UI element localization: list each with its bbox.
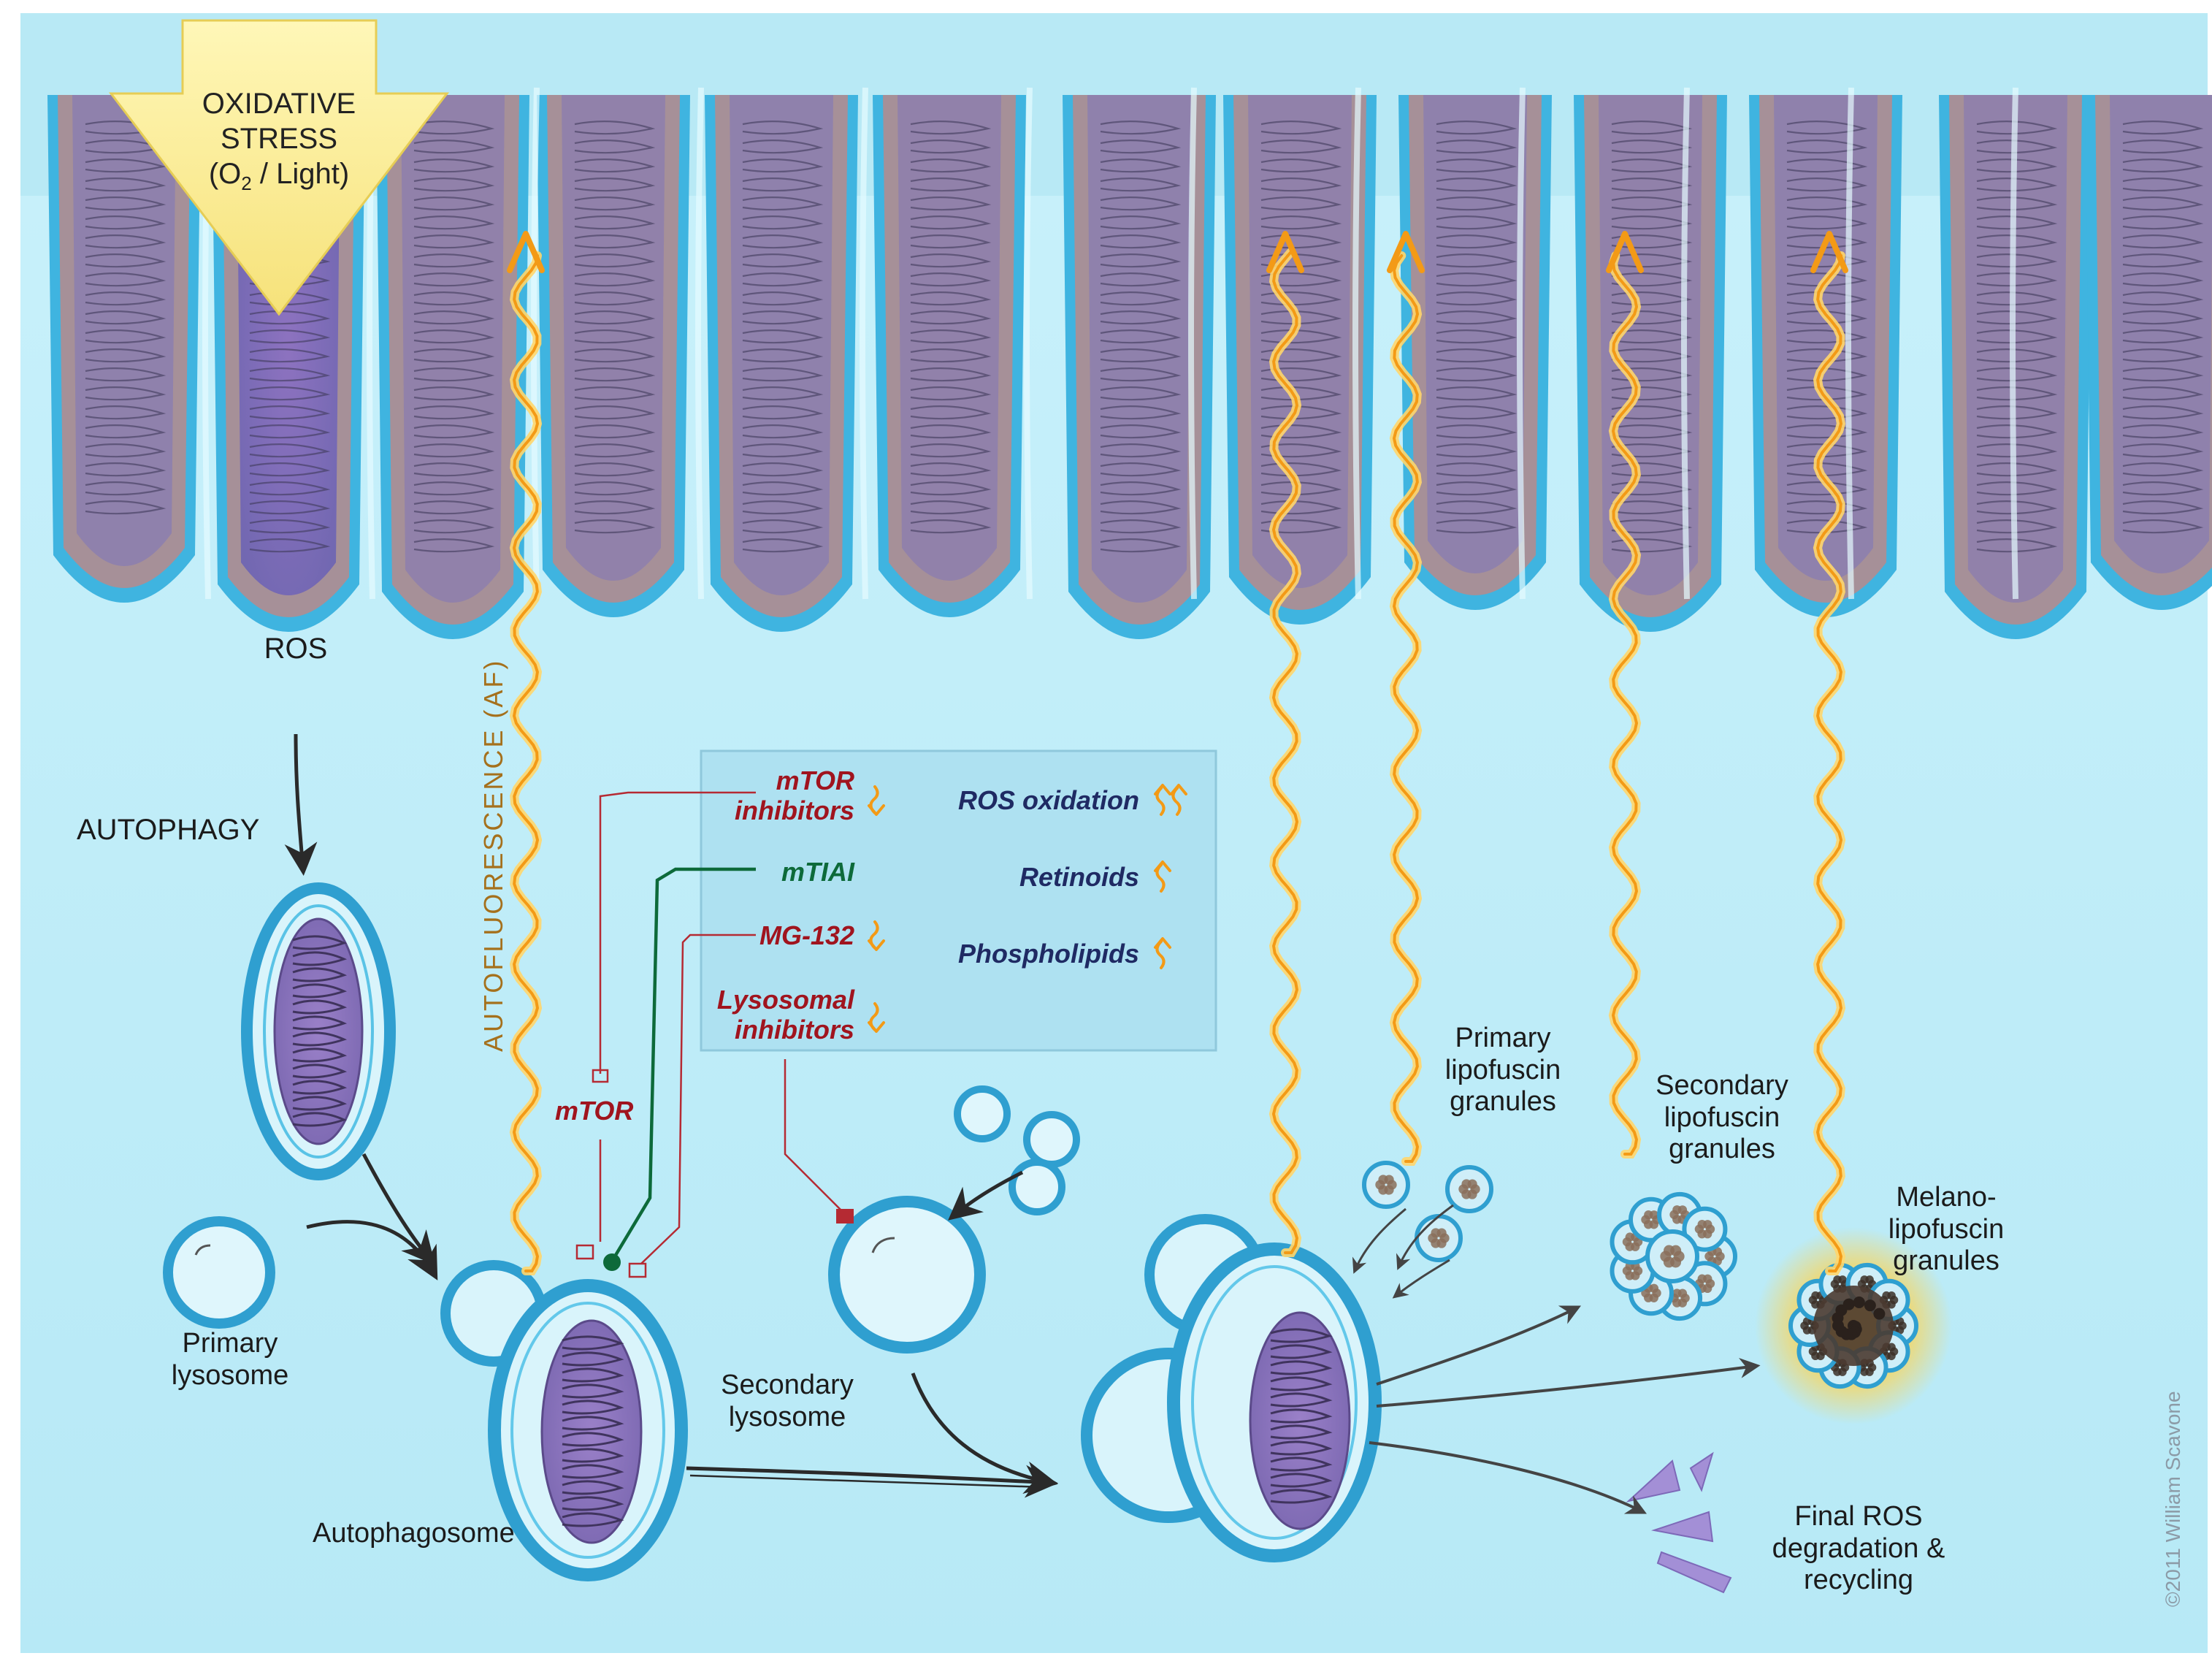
copyright-credit: ©2011 William Scavone [2162,1391,2184,1607]
final-l1: Final ROS [1794,1501,1923,1532]
oxidative-stress-label: OXIDATIVE STRESS (O2 / Light) [202,86,356,195]
arrow-to-melanolipofuscin [1376,1357,1761,1408]
autophagic-vesicle [241,882,396,1180]
melanolipofuscin-granules [1755,1227,1952,1424]
stress-line-3: (O2 / Light) [202,156,356,195]
arrow-vesicle-to-autophagosome [361,1153,435,1265]
stress-line-1: OXIDATIVE [202,88,356,120]
autolysosome [1081,1214,1382,1562]
secondary-lysosome [828,1085,1080,1354]
melano-l1: Melano- [1896,1182,1997,1213]
secondary-lipofuscin-granules [1610,1191,1737,1321]
melano-l3: granules [1893,1245,1999,1277]
legend-lysosomal-inhibitors: Lysosomal inhibitors [701,985,854,1045]
legend-mtor-inhibitors: mTOR inhibitors [701,766,854,826]
stress-pre: (O [208,158,242,190]
legend-mtiai: mTIAI [781,857,854,887]
secondary-lysosome-label: Secondary lysosome [721,1370,854,1433]
effect-arrows [868,784,1187,1033]
secondary-lipofuscin-l3: granules [1669,1134,1775,1165]
primary-lysosome-l2: lysosome [171,1359,289,1391]
primary-lipofuscin-l1: Primary [1455,1023,1551,1053]
secondary-lysosome-l2: lysosome [728,1401,846,1432]
degradation-fragments [1626,1451,1732,1594]
legend-phospholipids: Phospholipids [958,939,1139,969]
secondary-lipofuscin-l2: lipofuscin [1664,1102,1780,1133]
stress-post: / Light) [251,158,350,190]
photoreceptor-band [20,13,2212,639]
legend-lysosomal-l2: inhibitors [735,1015,854,1045]
autophagy-arrow [284,733,318,876]
autophagy-label: AUTOPHAGY [77,814,260,846]
inhibitor-lines [575,791,854,1278]
arrow-to-secondary-lipofuscin [1376,1305,1582,1386]
legend-retinoids: Retinoids [1019,862,1139,892]
final-degradation-label: Final ROS degradation & recycling [1772,1501,1945,1597]
primary-lipofuscin-l2: lipofuscin [1444,1054,1561,1085]
autofluorescence-emissions [507,231,1848,1275]
secondary-lipofuscin-label: Secondary lipofuscin granules [1656,1070,1788,1166]
autophagosome-label: Autophagosome [313,1518,515,1549]
melano-l2: lipofuscin [1888,1213,2005,1245]
arrow-vesicles-to-secondary [948,1170,1024,1221]
stress-line-2: STRESS [220,123,338,155]
legend-ros-oxidation: ROS oxidation [957,785,1139,815]
ros-label: ROS [264,633,328,665]
primary-lysosome-l1: Primary [182,1328,278,1359]
oxidative-stress-arrow [108,19,450,316]
legend-mg132: MG-132 [759,920,854,950]
secondary-lysosome-l1: Secondary [721,1370,854,1400]
primary-lysosome-label: Primary lysosome [172,1328,289,1392]
stress-sub: 2 [241,172,252,194]
arrow-autophagosome-to-autolysosome [686,1465,1058,1498]
mtor-label: mTOR [555,1096,634,1126]
final-l2: degradation & [1772,1532,1945,1564]
autofluorescence-label: AUTOFLUORESCENCE (AF) [478,658,508,1052]
legend-mtor-inhibitors-l1: mTOR [776,766,854,795]
autophagosome [440,1260,688,1581]
inhibitor-legend-box [700,749,1217,1052]
primary-lipofuscin-label: Primary lipofuscin granules [1445,1023,1561,1118]
secondary-lipofuscin-l1: Secondary [1656,1070,1788,1101]
melanolipofuscin-label: Melano- lipofuscin granules [1888,1182,2004,1278]
legend-mtor-inhibitors-l2: inhibitors [735,795,854,826]
primary-lipofuscin-l3: granules [1450,1086,1556,1118]
arrow-to-degradation [1369,1441,1647,1514]
final-l3: recycling [1804,1565,1913,1596]
primary-lysosome [163,1216,275,1329]
legend-lysosomal-l1: Lysosomal [716,985,854,1015]
